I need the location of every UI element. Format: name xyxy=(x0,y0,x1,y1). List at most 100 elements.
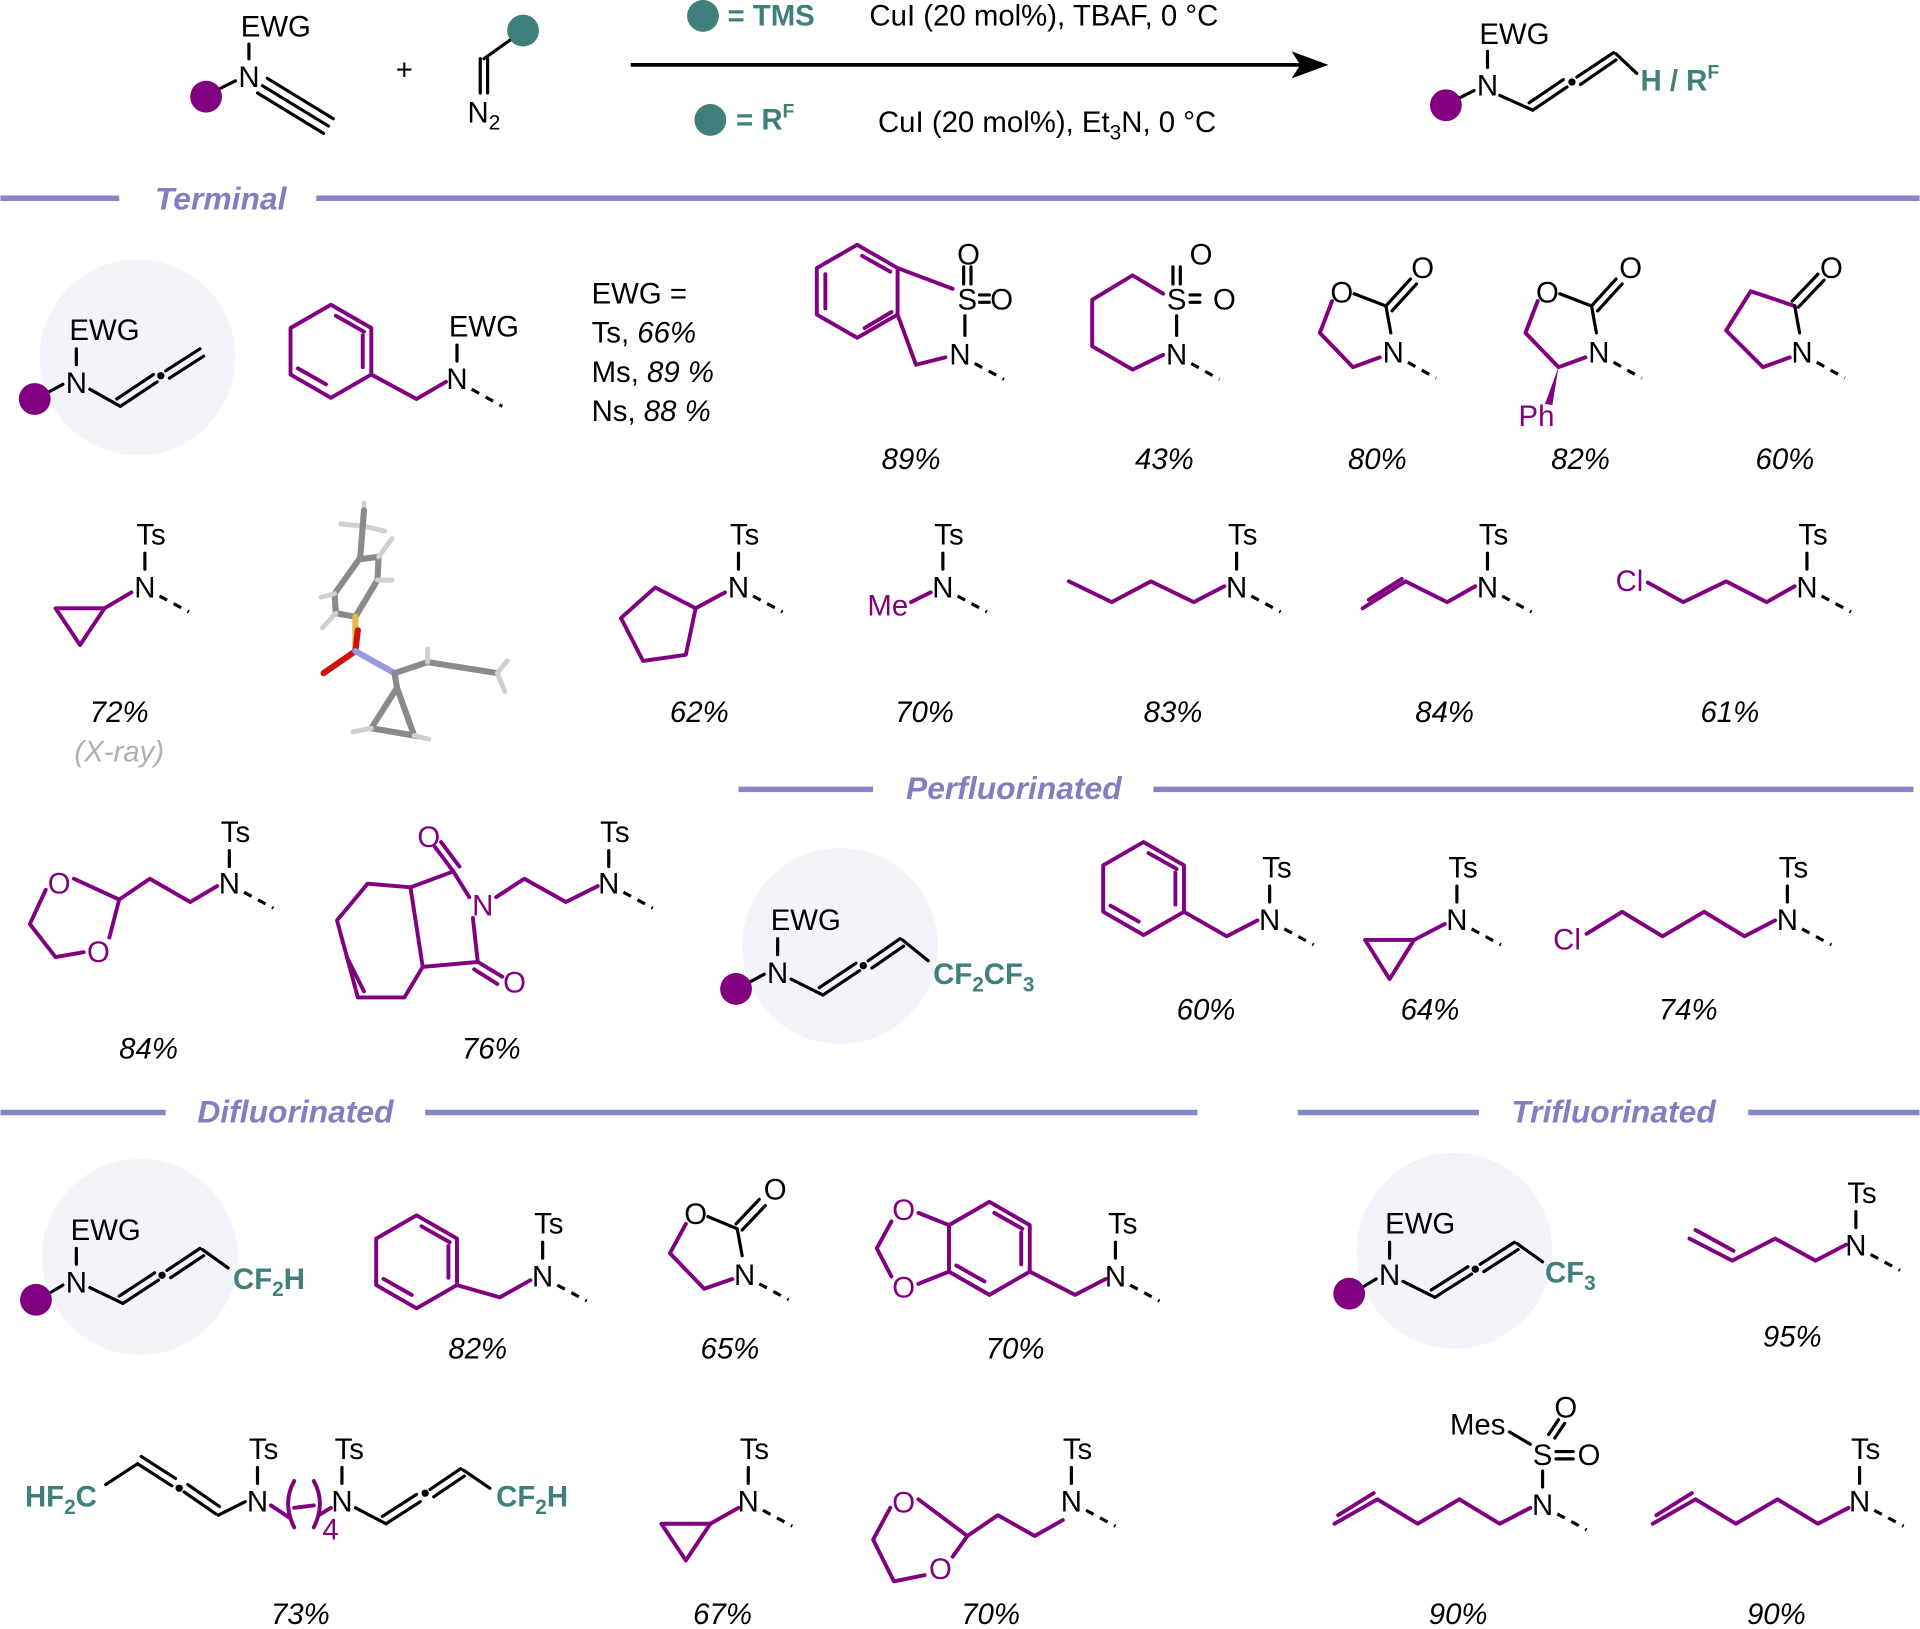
compound-dioxolanylethyl-ts-df: O O Ts N 70% xyxy=(871,1433,1117,1629)
atom-o: O xyxy=(1411,252,1434,285)
reactant-ynamide: EWG N xyxy=(190,11,335,135)
atom-n: N xyxy=(1588,336,1609,369)
rf-label: = RF xyxy=(736,100,795,136)
yield-label: 70% xyxy=(986,1333,1045,1366)
atom-n: N xyxy=(446,363,467,396)
atom-o: O xyxy=(1820,252,1843,285)
atom-o: O xyxy=(892,1487,915,1520)
atom-n: N xyxy=(1845,1230,1866,1263)
atom-me: Me xyxy=(867,590,908,623)
atom-cl: Cl xyxy=(1616,565,1644,598)
atom-n: N xyxy=(738,1486,759,1519)
compound-benzodioxolylmethyl-ts: O O Ts N 70% xyxy=(874,1194,1161,1366)
atom-n: N xyxy=(134,571,155,604)
yield-label: 89% xyxy=(882,443,941,476)
compound-cyclopropyl-ts-df: Ts N 67% xyxy=(659,1433,794,1629)
yield-label: 90% xyxy=(1747,1598,1806,1629)
atom-n: N xyxy=(1791,336,1812,369)
perfluorinated-allenamide-general: EWG N CF2CF3 xyxy=(720,848,1035,1044)
atom-ewg: EWG xyxy=(771,904,841,937)
yield-label: 65% xyxy=(701,1333,760,1366)
yield-label: 95% xyxy=(1763,1320,1822,1353)
terminal-allenamide-general: EWG N xyxy=(18,259,236,456)
section-title: Difluorinated xyxy=(197,1093,394,1129)
substituent-dot xyxy=(190,80,222,113)
cf2h-label: CF2H xyxy=(496,1481,568,1519)
atom-ts: Ts xyxy=(249,1433,278,1466)
atom-n: N xyxy=(1061,1486,1082,1519)
xray-structure xyxy=(318,500,510,742)
atom-n2: N2 xyxy=(468,96,501,134)
atom-ts: Ts xyxy=(1847,1177,1876,1210)
section-title: Terminal xyxy=(155,180,288,216)
atom-ts: Ts xyxy=(934,519,963,552)
section-title: Trifluorinated xyxy=(1511,1093,1716,1129)
atom-o: O xyxy=(1213,284,1236,317)
difluorinated-allenamide-general: EWG N CF2H xyxy=(20,1159,305,1355)
compound-cyclopropyl-ts: Ts N 72% (X-ray) xyxy=(53,519,190,768)
compound-bis-allenamide: HF2C Ts N 4 Ts N CF2H 73% xyxy=(25,1433,568,1629)
atom-ewg: EWG xyxy=(69,314,139,347)
atom-ewg: EWG xyxy=(449,311,519,344)
compound-butenyl-ts-tf: Ts N 95% xyxy=(1687,1177,1901,1353)
yield-label: 90% xyxy=(1429,1598,1488,1629)
compound-cyclopropyl-ts-pf: Ts N 64% xyxy=(1363,852,1502,1027)
yield-label: 67% xyxy=(693,1598,752,1629)
atom-n: N xyxy=(734,1259,755,1292)
atom-ts: Ts xyxy=(1798,519,1827,552)
yield-label: 70% xyxy=(961,1598,1020,1629)
yield-label: 64% xyxy=(1401,994,1460,1027)
atom-ts: Ts xyxy=(740,1433,769,1466)
atom-ts: Ts xyxy=(136,519,165,552)
atom-n: N xyxy=(1379,1259,1400,1292)
atom-o: O xyxy=(764,1173,787,1206)
product-substituent: H / RF xyxy=(1640,61,1719,97)
ewg-item-ts: Ts, 66% xyxy=(592,317,696,350)
cf2cf3-label: CF2CF3 xyxy=(933,958,1034,996)
atom-o: O xyxy=(503,967,526,1000)
atom-s: S xyxy=(1167,284,1187,317)
atom-n: N xyxy=(1226,571,1247,604)
atom-o: O xyxy=(87,936,110,969)
atom-n: N xyxy=(932,571,953,604)
atom-n: N xyxy=(66,367,87,400)
yield-label: 72% xyxy=(90,696,149,729)
tms-conditions: CuI (20 mol%), TBAF, 0 °C xyxy=(869,0,1218,33)
atom-o: O xyxy=(684,1198,707,1231)
compound-dioxolanylethyl-ts: O O Ts N 84% xyxy=(27,816,275,1066)
atom-ph: Ph xyxy=(1518,400,1554,433)
compound-benzosultam: S O O N 89% xyxy=(814,238,1013,476)
atom-o: O xyxy=(1190,238,1213,271)
section-header-trifluorinated: Trifluorinated xyxy=(1297,1093,1920,1129)
section-header-terminal: Terminal xyxy=(0,180,1920,216)
atom-o: O xyxy=(1578,1439,1601,1472)
atom-cl: Cl xyxy=(1553,924,1581,957)
atom-ts: Ts xyxy=(730,519,759,552)
ewg-yield-list: EWG = Ts, 66% Ms, 89 % Ns, 88 % xyxy=(592,278,714,428)
atom-n: N xyxy=(1477,571,1498,604)
atom-n: N xyxy=(66,1266,87,1299)
compound-thiazinane-dioxide: S O O N 43% xyxy=(1090,238,1236,476)
yield-label: 73% xyxy=(271,1598,330,1629)
yield-label: 62% xyxy=(670,696,729,729)
section-header-difluorinated: Difluorinated xyxy=(0,1093,1198,1129)
ewg-list-title: EWG = xyxy=(592,278,687,311)
yield-label: 74% xyxy=(1659,994,1718,1027)
compound-mesitylsulfonyl-pentenyl: Mes S O O N 90% xyxy=(1332,1391,1601,1629)
atom-n: N xyxy=(219,867,240,900)
yield-label: 82% xyxy=(1551,443,1610,476)
yield-label: 80% xyxy=(1348,443,1407,476)
atom-n: N xyxy=(1105,1260,1126,1293)
atom-s: S xyxy=(958,284,978,317)
compound-benzyl-ts-df: Ts N 82% xyxy=(374,1208,588,1366)
atom-o: O xyxy=(957,238,980,271)
atom-n: N xyxy=(1849,1486,1870,1519)
compound-oxazolidinone-df: O O N 65% xyxy=(667,1173,790,1366)
ewg-item-ms: Ms, 89 % xyxy=(592,356,714,389)
yield-label: 83% xyxy=(1144,696,1203,729)
atom-n: N xyxy=(331,1486,352,1519)
compound-phenyl-oxazolidinone: O O N Ph 82% xyxy=(1518,252,1643,476)
atom-ts: Ts xyxy=(1228,519,1257,552)
atom-o: O xyxy=(929,1553,952,1586)
compound-chloropropyl-ts: Cl Ts N 61% xyxy=(1616,519,1852,729)
